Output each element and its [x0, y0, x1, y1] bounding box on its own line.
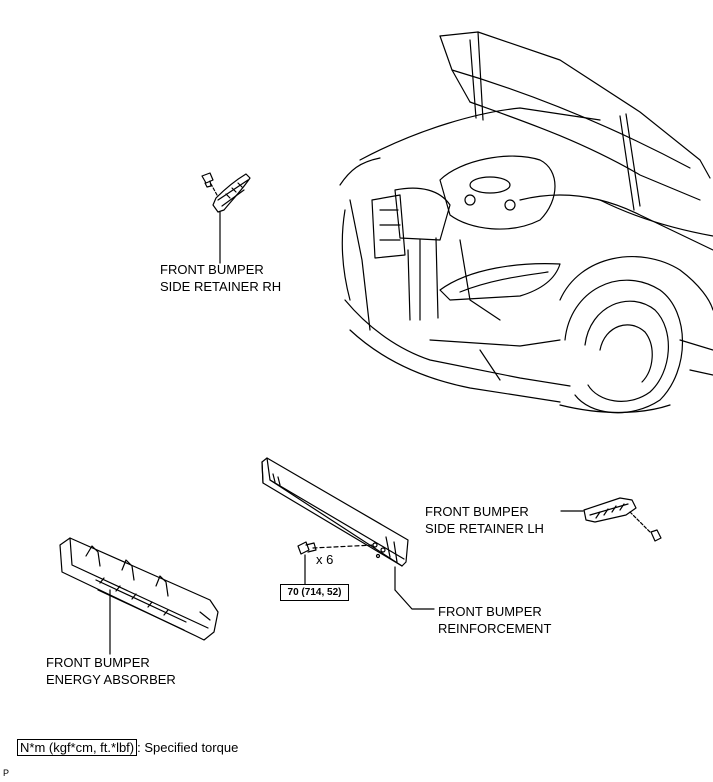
- bolt-x6-part: [297, 541, 317, 585]
- torque-spec-box: 70 (714, 52): [280, 584, 349, 601]
- side-retainer-rh-label: FRONT BUMPER SIDE RETAINER RH: [160, 261, 281, 295]
- energy-absorber-label-line1: FRONT BUMPER: [46, 655, 150, 670]
- side-retainer-rh-label-line1: FRONT BUMPER: [160, 262, 264, 277]
- vehicle-front-illustration: [339, 31, 713, 414]
- torque-legend: N*m (kgf*cm, ft.*lbf): Specified torque: [17, 739, 238, 756]
- bolt-quantity: x 6: [316, 552, 334, 567]
- energy-absorber-label: FRONT BUMPER ENERGY ABSORBER: [46, 654, 176, 688]
- side-retainer-rh-label-line2: SIDE RETAINER RH: [160, 279, 282, 294]
- side-retainer-lh-label-line1: FRONT BUMPER: [425, 504, 529, 519]
- side-retainer-rh-part: [201, 172, 251, 264]
- energy-absorber-label-line2: ENERGY ABSORBER: [46, 672, 176, 687]
- reinforcement-label: FRONT BUMPER REINFORCEMENT: [438, 603, 551, 637]
- side-retainer-lh-label: FRONT BUMPER SIDE RETAINER LH: [425, 503, 544, 537]
- reinforcement-label-line1: FRONT BUMPER: [438, 604, 542, 619]
- corner-code: P: [3, 768, 10, 778]
- front-bumper-reinforcement-part: [261, 457, 435, 610]
- side-retainer-lh-part: [560, 497, 662, 542]
- torque-legend-text: : Specified torque: [137, 740, 239, 755]
- torque-legend-box: N*m (kgf*cm, ft.*lbf): [17, 739, 138, 756]
- front-bumper-energy-absorber-part: [59, 537, 219, 655]
- side-retainer-lh-label-line2: SIDE RETAINER LH: [425, 521, 544, 536]
- reinforcement-label-line2: REINFORCEMENT: [438, 621, 552, 636]
